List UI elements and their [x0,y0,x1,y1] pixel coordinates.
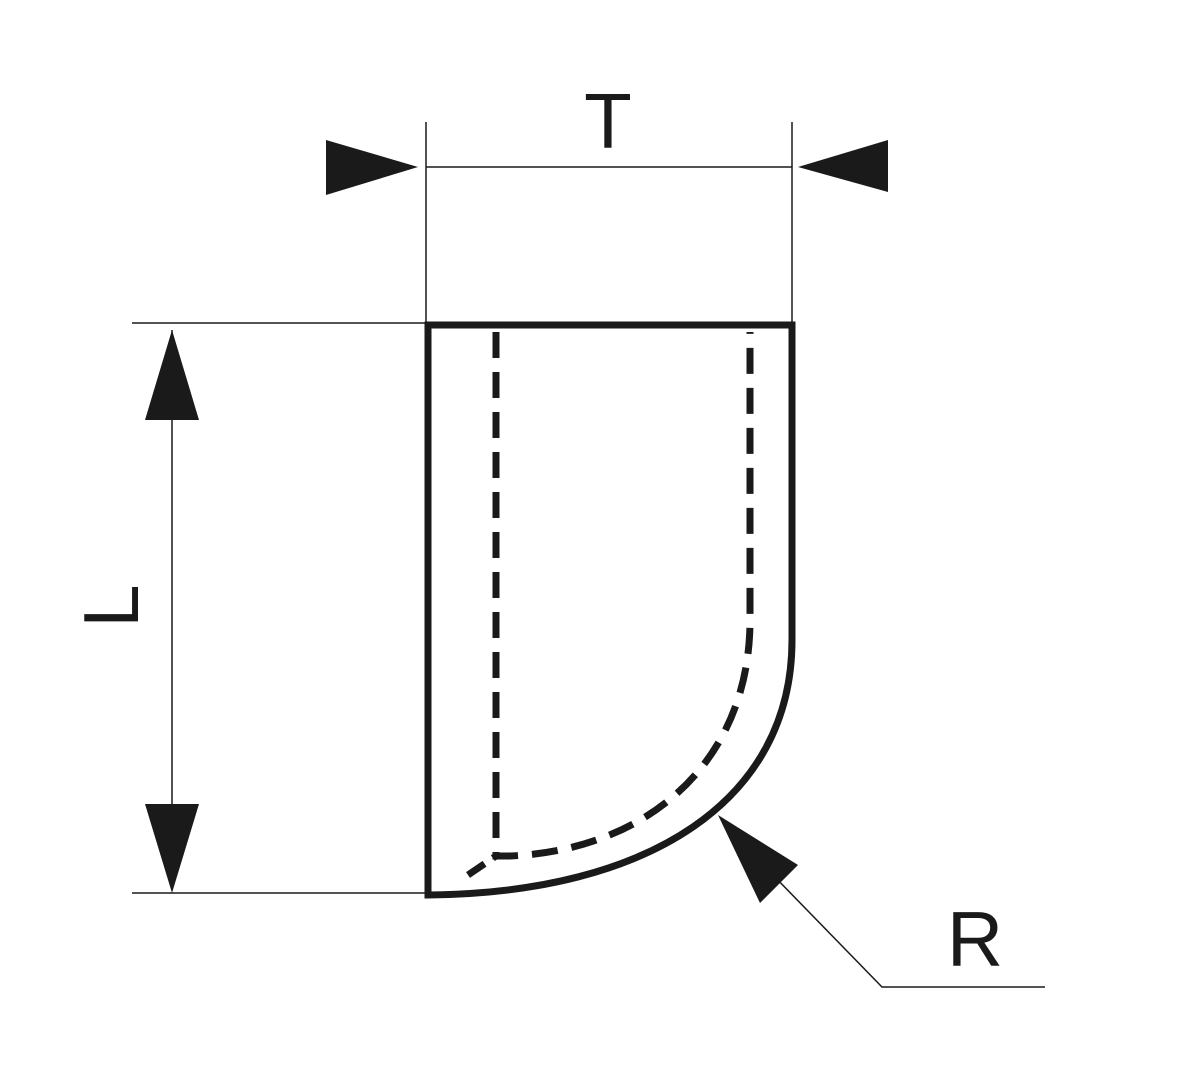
hidden-line-inner [492,332,754,860]
label-t: T [584,77,632,165]
label-r: R [947,895,1003,983]
label-l: L [67,584,155,627]
hidden-line-corner [466,853,498,878]
r-leader-line [769,871,1045,988]
t-arrow-right [798,140,888,192]
t-arrow-left [326,140,418,195]
r-arrow [718,815,798,903]
l-arrow-down [145,804,199,893]
part-outline [424,321,796,899]
l-arrow-up [145,330,199,420]
